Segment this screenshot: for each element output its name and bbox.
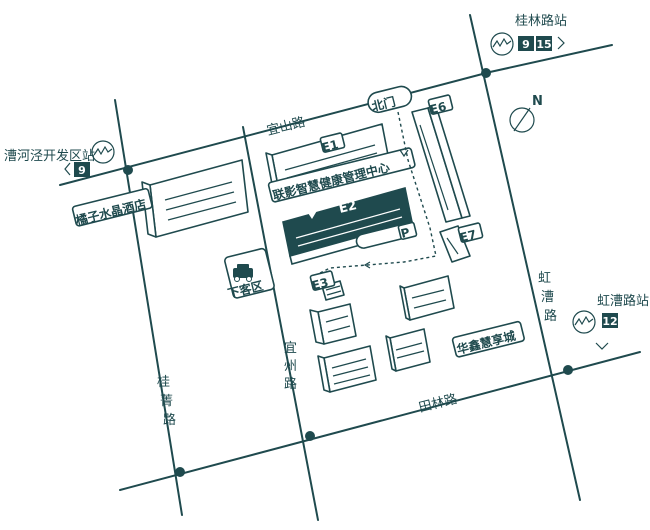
metro-icon (490, 32, 514, 56)
node-guijing-tianlin (175, 467, 185, 477)
road-label-yishan: 宜山路 (265, 114, 307, 139)
metro-hongcao-road: 虹漕路站 12 (572, 293, 649, 350)
svg-text:E1: E1 (320, 137, 339, 155)
svg-text:州: 州 (284, 359, 297, 374)
road-tianlin (119, 351, 641, 491)
metro-caohejing: 漕河泾开发区站 9 (4, 140, 115, 177)
line-badge-15 (536, 36, 552, 51)
metro-guilin-name: 桂林路站 (515, 13, 567, 29)
compass-icon (509, 107, 535, 133)
svg-text:N: N (532, 94, 543, 109)
line-badge-12 (602, 313, 618, 328)
metro-icon (91, 140, 115, 164)
road-label-hongcao: 虹 漕 路 (538, 271, 557, 324)
svg-text:路: 路 (544, 308, 557, 324)
chevron-down-icon (595, 342, 609, 350)
metro-guilin-road: 桂林路站 9 15 (490, 13, 567, 56)
metro-icon (572, 310, 596, 334)
dropoff-zone: 下客区 (224, 247, 275, 301)
metro-hongcao-name: 虹漕路站 (597, 293, 649, 309)
svg-text:虹: 虹 (538, 271, 551, 286)
arrow-down-icon (399, 149, 409, 158)
svg-text:宜: 宜 (284, 341, 297, 356)
building-block (317, 345, 377, 393)
svg-text:北门: 北门 (370, 94, 397, 114)
arrow-left-icon (363, 261, 371, 269)
metro-wave-icon (93, 145, 113, 156)
road-yishan-east (489, 44, 613, 73)
svg-text:菁: 菁 (160, 394, 173, 409)
svg-text:E7: E7 (458, 227, 477, 245)
road-hongcao (469, 14, 581, 501)
compass: N (509, 94, 543, 133)
svg-text:路: 路 (163, 412, 176, 428)
metro-caohejing-name: 漕河泾开发区站 (4, 148, 95, 164)
svg-text:15: 15 (536, 38, 551, 51)
parking-icon: P (399, 225, 411, 241)
node-caohejing (123, 165, 133, 175)
building-e6: E6 (411, 94, 471, 223)
svg-text:路: 路 (284, 376, 297, 392)
building-e7: E7 (439, 222, 484, 263)
metro-wave-icon (492, 37, 512, 48)
hotel-label: 橘子水晶酒店 (71, 187, 153, 228)
building-block (385, 328, 431, 372)
road-label-tianlin: 田林路 (417, 391, 459, 416)
road-label-guijing: 桂 菁 路 (157, 375, 176, 428)
svg-text:12: 12 (602, 315, 617, 328)
hotel-building (141, 159, 249, 238)
node-yizhou-tianlin (305, 431, 315, 441)
metro-wave-icon (574, 315, 594, 326)
chevron-right-icon (557, 36, 565, 50)
svg-text:9: 9 (522, 38, 530, 51)
road-yizhou (242, 126, 319, 521)
north-gate: 北门 (367, 85, 413, 114)
svg-text:桂: 桂 (157, 375, 170, 390)
building-e3: E3 (309, 270, 345, 301)
line-badge-9 (518, 36, 534, 51)
node-hongcao-tianlin (563, 365, 573, 375)
chevron-left-icon (64, 162, 71, 176)
taxi-icon (233, 264, 253, 282)
road-yishan (59, 71, 491, 186)
svg-text:E6: E6 (428, 99, 447, 117)
svg-text:漕: 漕 (541, 290, 554, 305)
walking-route (317, 111, 437, 275)
svg-text:E2: E2 (337, 198, 358, 217)
line-badge-9 (74, 162, 90, 177)
building-block (309, 303, 357, 345)
svg-text:E3: E3 (310, 275, 329, 293)
compass-needle-icon (513, 107, 531, 132)
building-block (399, 275, 455, 321)
road-label-yizhou: 宜 州 路 (284, 341, 297, 392)
parking-area: P (355, 221, 418, 249)
svg-text:9: 9 (78, 164, 86, 177)
node-guilin (481, 68, 491, 78)
huaxin-label: 华鑫慧享城 (451, 320, 525, 358)
